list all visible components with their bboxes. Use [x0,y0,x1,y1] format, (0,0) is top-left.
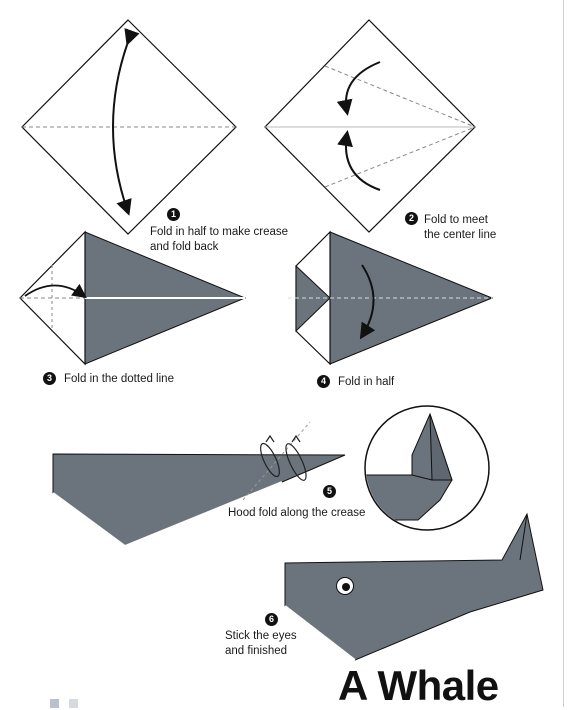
step-5-label: Hood fold along the crease [228,507,366,519]
step-3-diagram [19,230,247,366]
step-3-number: 3 [43,372,56,385]
step-1-number: 1 [167,208,180,221]
step-1-line-2: and fold back [150,241,219,253]
step-6-diagram [284,512,544,661]
step-4-label: Fold in half [338,376,395,388]
step-1-label: Fold in half to make crease and fold bac… [150,225,288,255]
step-2-diagram [264,19,476,233]
corner-square-1 [50,699,59,708]
step-1-line-1: Fold in half to make crease [150,226,289,238]
step-4-diagram [288,230,494,366]
step-4-number: 4 [317,375,330,388]
corner-square-2 [69,699,78,708]
step-1-diagram [21,19,237,235]
step-5-diagram [52,405,490,548]
step-2-number: 2 [405,212,418,225]
step-3-label: Fold in the dotted line [64,373,174,385]
step-6-number: 6 [265,613,278,626]
step-6-label: Stick the eyes and finished [225,629,297,659]
step-6-line-1: Stick the eyes [225,630,297,642]
page-border [563,0,564,707]
page-title: A Whale [338,662,499,709]
step-2-line-1: Fold to meet [424,214,488,226]
whale-eye-icon [342,583,350,591]
step-5-number: 5 [323,485,336,498]
step-2-label: Fold to meet the center line [424,213,496,243]
step-2-line-2: the center line [424,229,497,241]
step-6-line-2: and finished [225,645,288,657]
